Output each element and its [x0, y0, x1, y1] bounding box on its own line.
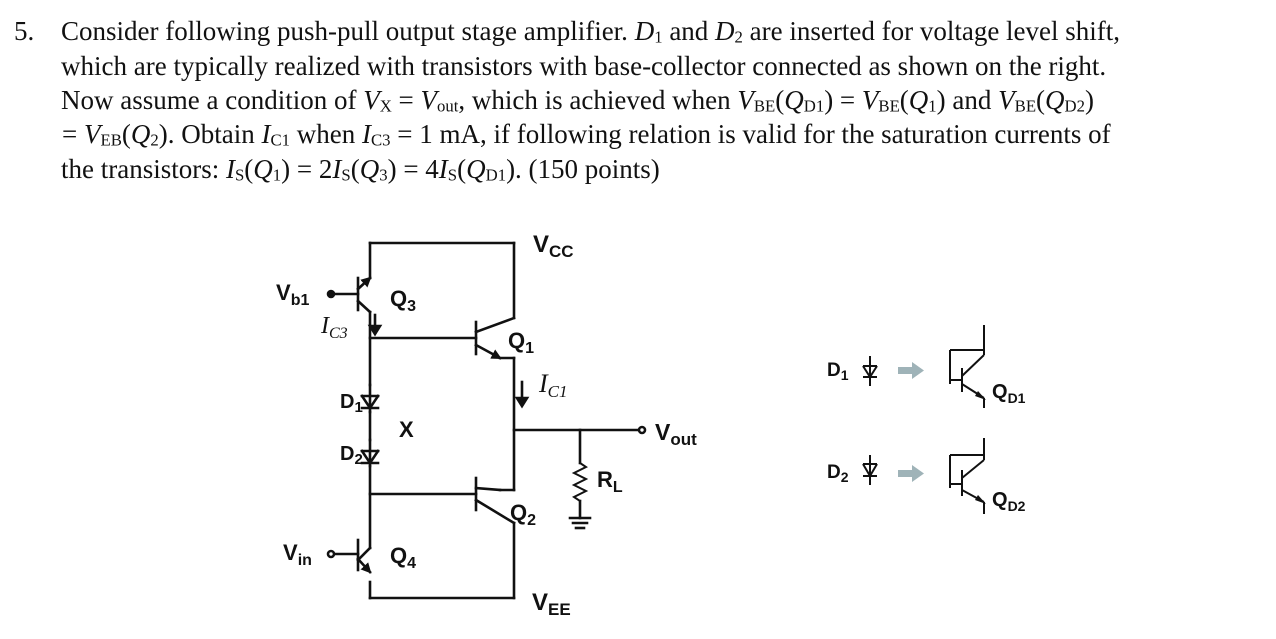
label-qd1: QD1: [992, 381, 1026, 406]
label-eq-d2: D2: [827, 462, 849, 485]
problem-line-4: = VEB(Q2). Obtain IC1 when IC3 = 1 mA, i…: [62, 119, 1111, 150]
label-q2: Q2: [510, 500, 536, 529]
qd2-transistor: [949, 438, 985, 514]
q4-transistor: [331, 538, 372, 574]
problem-line-3: Now assume a condition of VX = Vout, whi…: [61, 85, 1094, 116]
label-q1: Q1: [508, 328, 534, 357]
label-vb1: Vb1: [276, 280, 309, 309]
label-vout: Vout: [655, 419, 697, 449]
label-q4: Q4: [390, 543, 416, 572]
problem-number: 5.: [14, 16, 35, 46]
rl-resistor: [571, 461, 589, 503]
d2-diode: [360, 438, 380, 468]
d1-diode: [360, 383, 380, 414]
q1-transistor: [474, 316, 516, 360]
label-vee: VEE: [532, 589, 571, 619]
problem-line-1: Consider following push-pull output stag…: [61, 16, 1121, 47]
label-qd2: QD2: [992, 489, 1026, 514]
label-d1: D1: [340, 391, 363, 416]
problem-line-5: the transistors: IS(Q1) = 2IS(Q3) = 4IS(…: [61, 154, 660, 185]
label-d2: D2: [340, 443, 363, 468]
label-rl: RL: [597, 467, 623, 496]
label-ic3: IC3: [320, 313, 348, 342]
equivalents: [862, 325, 985, 514]
label-eq-d1: D1: [827, 360, 849, 383]
label-q3: Q3: [390, 286, 416, 315]
qd1-transistor: [949, 325, 985, 408]
label-vcc: VCC: [533, 231, 574, 261]
arrow-d2: [898, 470, 912, 477]
equivalence-arrows: [898, 362, 924, 482]
label-vin: Vin: [283, 540, 312, 569]
q2-transistor: [474, 476, 516, 525]
q3-transistor: [331, 276, 372, 314]
arrow-d1: [898, 367, 912, 374]
label-x: X: [399, 417, 414, 442]
problem-line-2: which are typically realized with transi…: [61, 51, 1107, 81]
label-ic1: IC1: [538, 369, 568, 401]
